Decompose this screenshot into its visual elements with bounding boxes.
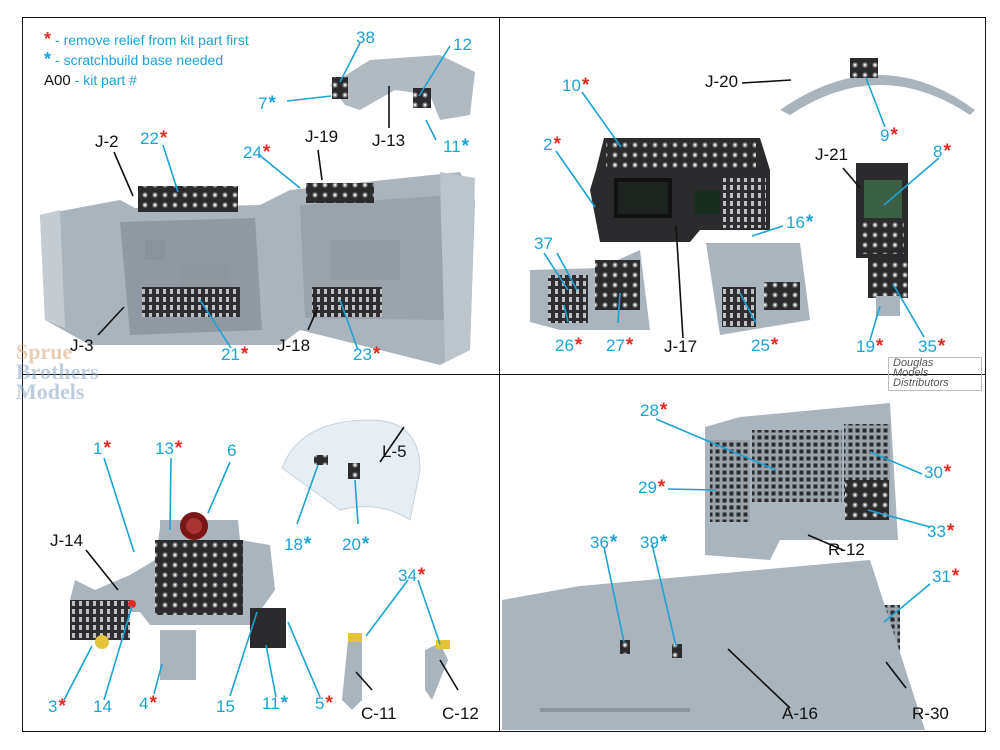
qd-label-23: 23* bbox=[353, 344, 381, 365]
qd-label-6: 6 bbox=[227, 441, 237, 460]
qd-label-34: 34* bbox=[398, 565, 426, 586]
kit-label-a16: A-16 bbox=[782, 704, 818, 723]
qd-label-25: 25* bbox=[751, 335, 779, 356]
qd-label-11a: 11* bbox=[443, 136, 470, 157]
glareshield-render bbox=[780, 58, 975, 115]
blue-star-icon: * bbox=[44, 49, 52, 69]
qd-label-7: 7* bbox=[258, 93, 276, 114]
qd-label-10: 10* bbox=[562, 75, 590, 96]
watermark-logo: Sprue Brothers Models bbox=[16, 339, 99, 404]
kit-label-j14: J-14 bbox=[50, 531, 84, 550]
kit-label-j3: J-3 bbox=[70, 336, 94, 355]
kit-label-j21: J-21 bbox=[815, 145, 849, 164]
qd-label-11b: 11* bbox=[262, 693, 289, 714]
qd-label-19: 19* bbox=[856, 336, 884, 357]
sidewall-render bbox=[502, 560, 925, 730]
forward-panel-render bbox=[70, 512, 286, 680]
qd-label-14: 14 bbox=[93, 697, 112, 716]
qd-label-2: 2* bbox=[543, 134, 561, 155]
qd-label-33: 33* bbox=[927, 521, 955, 542]
qd-label-12: 12 bbox=[453, 35, 472, 54]
kit-label-j18: J-18 bbox=[277, 336, 311, 355]
qd-label-16: 16* bbox=[786, 212, 814, 233]
qd-label-35: 35* bbox=[918, 336, 946, 357]
qd-label-3: 3* bbox=[48, 696, 66, 717]
qd-label-4: 4* bbox=[139, 693, 157, 714]
kit-label-r30: R-30 bbox=[912, 704, 949, 723]
divider-horizontal bbox=[22, 374, 986, 375]
distributor-logo: Douglas Models Distributors bbox=[888, 357, 982, 391]
qd-label-21: 21* bbox=[221, 344, 249, 365]
kit-label-j13: J-13 bbox=[372, 131, 406, 150]
kit-label-j2: J-2 bbox=[95, 132, 119, 151]
qd-label-36: 36* bbox=[590, 532, 618, 553]
qd-label-26: 26* bbox=[555, 335, 583, 356]
frame-top bbox=[22, 17, 986, 18]
legend-remove-relief: *- remove relief from kit part first bbox=[44, 29, 249, 49]
qd-label-18: 18* bbox=[284, 534, 312, 555]
qd-label-30: 30* bbox=[924, 462, 952, 483]
qd-label-13: 13* bbox=[155, 438, 183, 459]
qd-label-20: 20* bbox=[342, 534, 370, 555]
red-star-icon: * bbox=[44, 29, 52, 49]
legend-scratchbuild: *- scratchbuild base needed bbox=[44, 49, 224, 69]
qd-label-29: 29* bbox=[638, 477, 666, 498]
qd-label-27: 27* bbox=[606, 335, 634, 356]
rudder-pedals-render bbox=[342, 633, 450, 710]
qd-label-39: 39* bbox=[640, 532, 668, 553]
qd-label-28: 28* bbox=[640, 400, 668, 421]
qd-label-24: 24* bbox=[243, 142, 271, 163]
qd-label-9: 9* bbox=[880, 125, 898, 146]
kit-label-c12: C-12 bbox=[442, 704, 479, 723]
qd-leaders bbox=[63, 42, 940, 701]
canopy-frame-render bbox=[330, 55, 475, 120]
qd-label-1: 1* bbox=[93, 438, 111, 459]
kit-label-j17: J-17 bbox=[664, 337, 698, 356]
qd-label-5: 5* bbox=[315, 693, 333, 714]
kit-leaders bbox=[85, 79, 907, 709]
cockpit-tub-render bbox=[40, 172, 475, 365]
qd-label-38: 38 bbox=[356, 28, 375, 47]
kit-label-r12: R-12 bbox=[828, 540, 865, 559]
kit-label-c11: C-11 bbox=[361, 704, 397, 723]
qd-label-15: 15 bbox=[216, 697, 235, 716]
kit-label-j19: J-19 bbox=[305, 127, 339, 146]
frame-bottom bbox=[22, 731, 986, 732]
legend-kit-part: A00- kit part # bbox=[44, 72, 137, 89]
canopy-render bbox=[281, 419, 421, 521]
qd-label-22: 22* bbox=[140, 128, 168, 149]
qd-label-37: 37 bbox=[534, 234, 553, 253]
qd-label-31: 31* bbox=[932, 566, 960, 587]
instrument-panel-render bbox=[530, 138, 810, 335]
side-panels-render bbox=[856, 163, 908, 316]
qd-label-8: 8* bbox=[933, 141, 951, 162]
kit-label-j20: J-20 bbox=[705, 72, 739, 91]
kit-label-l5: L-5 bbox=[382, 442, 407, 461]
